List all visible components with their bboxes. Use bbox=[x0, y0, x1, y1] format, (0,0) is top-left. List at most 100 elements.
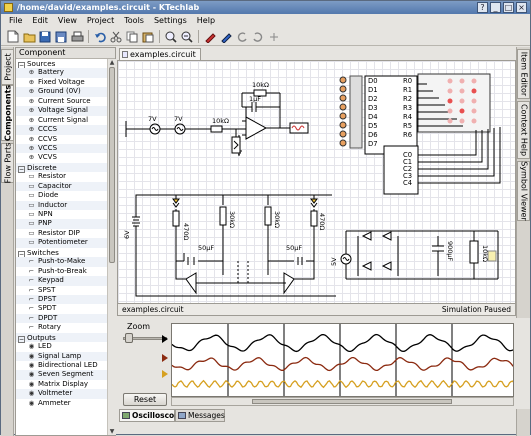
canvas-status-bar: examples.circuit Simulation Paused bbox=[117, 304, 516, 316]
component-item[interactable]: ▭Capacitor bbox=[16, 181, 107, 192]
component-item[interactable]: ⊕Ground (0V) bbox=[16, 87, 107, 97]
reset-button[interactable]: Reset bbox=[123, 393, 167, 406]
probe-marker-3[interactable] bbox=[162, 370, 168, 378]
component-item[interactable]: ⊕VCCS bbox=[16, 143, 107, 154]
component-scrollbar[interactable]: ▲ ▼ bbox=[107, 59, 116, 435]
tab-components[interactable]: Components bbox=[1, 85, 14, 141]
tab-oscilloscope[interactable]: Oscilloscope bbox=[119, 409, 185, 422]
component-item[interactable]: ◉LED bbox=[16, 342, 107, 351]
scroll-thumb[interactable] bbox=[109, 67, 115, 263]
component-icon: ⊕ bbox=[28, 68, 35, 77]
rotate-cw-icon[interactable] bbox=[251, 30, 265, 44]
oscilloscope-scrollbar[interactable] bbox=[171, 397, 514, 406]
label-r4: 470Ω bbox=[318, 213, 326, 230]
status-filename: examples.circuit bbox=[122, 305, 184, 314]
resistor-r3 bbox=[264, 206, 272, 226]
open-folder-icon[interactable] bbox=[22, 30, 36, 44]
component-item[interactable]: ⌐SPST bbox=[16, 286, 107, 295]
zoom-handle[interactable] bbox=[125, 333, 133, 343]
component-item[interactable]: ◉Matrix Display bbox=[16, 380, 107, 389]
tab-item-editor[interactable]: Item Editor bbox=[517, 49, 530, 99]
component-item[interactable]: ▭NPN bbox=[16, 210, 107, 219]
close-button[interactable]: × bbox=[516, 2, 527, 13]
menu-settings[interactable]: Settings bbox=[153, 16, 187, 25]
component-item[interactable]: ⌐DPST bbox=[16, 294, 107, 305]
component-item[interactable]: ▭Potentiometer bbox=[16, 238, 107, 248]
undo-icon[interactable] bbox=[93, 30, 107, 44]
zoom-slider[interactable] bbox=[123, 333, 167, 343]
component-item[interactable]: ⊕VCVS bbox=[16, 153, 107, 162]
save-icon[interactable] bbox=[38, 30, 52, 44]
component-item[interactable]: ▭Resistor bbox=[16, 172, 107, 181]
minimize-button[interactable]: _ bbox=[490, 2, 501, 13]
title-bar[interactable]: /home/david/examples.circuit - KTechlab … bbox=[1, 1, 530, 14]
pen-red-icon[interactable] bbox=[203, 30, 217, 44]
menu-view[interactable]: View bbox=[57, 16, 77, 25]
collapse-icon[interactable]: − bbox=[18, 335, 25, 343]
document-tab[interactable]: examples.circuit bbox=[119, 48, 201, 60]
cut-icon[interactable] bbox=[109, 30, 123, 44]
probe-marker-2[interactable] bbox=[162, 354, 168, 362]
trace-3 bbox=[172, 379, 513, 389]
menu-help[interactable]: Help bbox=[196, 16, 216, 25]
new-file-icon[interactable] bbox=[6, 30, 20, 44]
component-item[interactable]: ⊕Fixed Voltage bbox=[16, 78, 107, 87]
component-item[interactable]: ⊕Battery bbox=[16, 68, 107, 78]
component-item[interactable]: ▭Diode bbox=[16, 191, 107, 200]
collapse-icon[interactable]: − bbox=[18, 165, 25, 173]
circuit-canvas[interactable]: 7V 7V 10kΩ 10kΩ 1μF 470Ω 30kΩ 30kΩ 470Ω … bbox=[117, 60, 516, 304]
component-item[interactable]: ⊕Current Signal bbox=[16, 116, 107, 125]
zoom-out-icon[interactable] bbox=[180, 30, 194, 44]
tab-messages[interactable]: Messages bbox=[175, 409, 225, 422]
component-item[interactable]: ⌐Keypad bbox=[16, 276, 107, 286]
zoom-in-icon[interactable] bbox=[164, 30, 178, 44]
component-category[interactable]: −Outputs bbox=[16, 332, 107, 343]
component-icon: ▭ bbox=[28, 238, 35, 247]
menu-edit[interactable]: Edit bbox=[32, 16, 48, 25]
menu-project[interactable]: Project bbox=[86, 16, 115, 25]
component-item[interactable]: ▭Resistor DIP bbox=[16, 229, 107, 238]
print-icon[interactable] bbox=[70, 30, 84, 44]
component-item[interactable]: ⌐DPDT bbox=[16, 313, 107, 324]
pen-blue-icon[interactable] bbox=[219, 30, 233, 44]
flip-icon[interactable] bbox=[267, 30, 281, 44]
component-item[interactable]: ⌐SPDT bbox=[16, 304, 107, 313]
probe-marker-1[interactable] bbox=[162, 335, 168, 343]
component-item[interactable]: ⊕CCVS bbox=[16, 135, 107, 144]
component-category[interactable]: −Sources bbox=[16, 59, 107, 69]
scroll-up-icon[interactable]: ▲ bbox=[109, 59, 115, 66]
component-item[interactable]: ⌐Push-to-Make bbox=[16, 257, 107, 267]
component-item[interactable]: ⊕Current Source bbox=[16, 97, 107, 106]
component-item[interactable]: ▭PNP bbox=[16, 219, 107, 229]
help-button[interactable]: ? bbox=[477, 2, 488, 13]
menu-tools[interactable]: Tools bbox=[124, 16, 144, 25]
component-category[interactable]: −Discrete bbox=[16, 162, 107, 173]
oscilloscope-scroll-thumb[interactable] bbox=[252, 399, 452, 404]
component-item[interactable]: ◉Voltmeter bbox=[16, 389, 107, 399]
component-label: Fixed Voltage bbox=[38, 77, 85, 86]
scroll-down-icon[interactable]: ▼ bbox=[109, 428, 115, 435]
tab-context-help[interactable]: Context Help bbox=[517, 101, 530, 159]
component-item[interactable]: ◉Seven Segment bbox=[16, 370, 107, 380]
copy-icon[interactable] bbox=[125, 30, 139, 44]
component-category[interactable]: −Switches bbox=[16, 248, 107, 258]
component-item[interactable]: ⊕CCCS bbox=[16, 125, 107, 135]
component-item[interactable]: ⌐Push-to-Break bbox=[16, 267, 107, 276]
oscilloscope-screen[interactable] bbox=[171, 323, 514, 397]
tab-oscilloscope-label: Oscilloscope bbox=[132, 411, 185, 420]
component-item[interactable]: ◉Signal Lamp bbox=[16, 351, 107, 361]
rotate-ccw-icon[interactable] bbox=[235, 30, 249, 44]
menu-file[interactable]: File bbox=[9, 16, 23, 25]
tab-flow-parts[interactable]: Flow Parts bbox=[1, 143, 14, 183]
label-c2: 50μF bbox=[286, 244, 302, 252]
component-item[interactable]: ⊕Voltage Signal bbox=[16, 106, 107, 116]
component-item[interactable]: ⌐Rotary bbox=[16, 323, 107, 332]
paste-icon[interactable] bbox=[141, 30, 155, 44]
component-item[interactable]: ◉Ammeter bbox=[16, 399, 107, 408]
component-item[interactable]: ◉Bidirectional LED bbox=[16, 361, 107, 370]
maximize-button[interactable]: □ bbox=[503, 2, 514, 13]
save-as-icon[interactable] bbox=[54, 30, 68, 44]
tab-project[interactable]: Project bbox=[1, 49, 14, 85]
tab-symbol-viewer[interactable]: Symbol Viewer bbox=[517, 161, 530, 221]
component-item[interactable]: ▭Inductor bbox=[16, 200, 107, 210]
